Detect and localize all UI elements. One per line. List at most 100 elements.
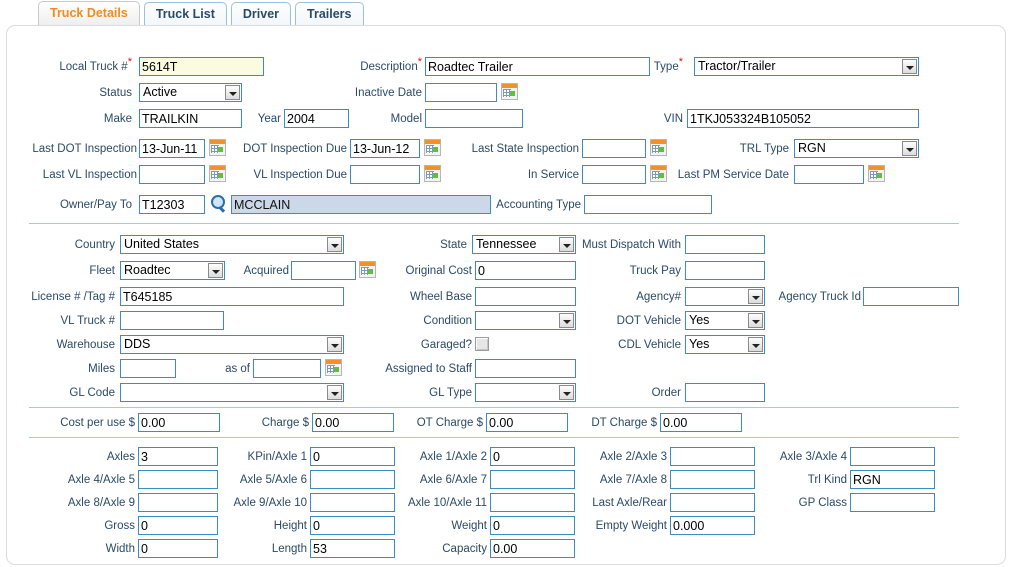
assigned-to-staff-input[interactable] (475, 359, 576, 378)
axle4-axle5-input[interactable] (138, 470, 218, 489)
last-vl-inspection-label: Last VL Inspection (42, 169, 137, 181)
vl-inspection-due-input[interactable] (350, 165, 420, 184)
cdl-vehicle-select[interactable]: Yes (685, 335, 765, 354)
agency-truck-id-input[interactable] (863, 287, 959, 306)
chevron-down-icon[interactable] (748, 289, 763, 304)
axle6-axle7-input[interactable] (490, 470, 575, 489)
axle3-axle4-input[interactable] (850, 447, 935, 466)
axle10-axle11-input[interactable] (490, 493, 575, 512)
axles-input[interactable] (138, 447, 218, 466)
status-select[interactable]: Active (139, 83, 242, 102)
dot-vehicle-select[interactable]: Yes (685, 311, 765, 330)
in-service-input[interactable] (582, 165, 646, 184)
owner-pay-to-code-input[interactable] (139, 195, 205, 214)
axle7-axle8-input[interactable] (670, 470, 755, 489)
must-dispatch-with-input[interactable] (685, 235, 765, 254)
trl-kind-input[interactable] (850, 470, 935, 489)
width-input[interactable] (138, 539, 218, 558)
length-input[interactable] (310, 539, 395, 558)
state-select[interactable]: Tennessee (472, 235, 576, 254)
chevron-down-icon[interactable] (208, 263, 223, 278)
type-select[interactable]: Tractor/Trailer (694, 57, 919, 76)
cost-per-use-input[interactable] (138, 413, 220, 432)
calendar-icon[interactable] (209, 139, 226, 156)
calendar-icon[interactable] (209, 165, 226, 182)
fleet-select[interactable]: Roadtec (120, 261, 225, 280)
chevron-down-icon[interactable] (327, 237, 342, 252)
gp-class-input[interactable] (850, 493, 935, 512)
gl-type-select[interactable] (475, 383, 576, 402)
calendar-icon[interactable] (868, 165, 885, 182)
calendar-icon[interactable] (501, 83, 518, 100)
last-vl-inspection-input[interactable] (139, 165, 205, 184)
kpin-axle1-input[interactable] (310, 447, 395, 466)
axle8-axle9-input[interactable] (138, 493, 218, 512)
tab-truck-list[interactable]: Truck List (143, 2, 227, 26)
gl-code-select[interactable] (120, 383, 344, 402)
agency-no-select[interactable] (685, 287, 765, 306)
model-input[interactable] (425, 109, 523, 128)
axle7-axle8-label: Axle 7/Axle 8 (599, 474, 667, 486)
tab-trailers[interactable]: Trailers (295, 2, 364, 26)
garaged-checkbox[interactable] (475, 337, 489, 351)
miles-as-of-input[interactable] (253, 359, 321, 378)
calendar-icon[interactable] (359, 261, 376, 278)
chevron-down-icon[interactable] (225, 85, 240, 100)
axle9-axle10-input[interactable] (310, 493, 395, 512)
last-axle-rear-input[interactable] (670, 493, 755, 512)
search-icon[interactable] (210, 195, 227, 212)
make-input[interactable] (139, 109, 242, 128)
condition-select[interactable] (475, 311, 576, 330)
chevron-down-icon[interactable] (748, 337, 763, 352)
chevron-down-icon[interactable] (327, 337, 342, 352)
year-input[interactable] (284, 109, 349, 128)
height-input[interactable] (310, 516, 395, 535)
last-pm-service-date-input[interactable] (794, 165, 864, 184)
vin-label: VIN (663, 113, 683, 125)
chevron-down-icon[interactable] (327, 385, 342, 400)
calendar-icon[interactable] (424, 165, 441, 182)
calendar-icon[interactable] (325, 359, 342, 376)
chevron-down-icon[interactable] (748, 313, 763, 328)
axle5-axle6-input[interactable] (310, 470, 395, 489)
tab-driver[interactable]: Driver (230, 2, 292, 26)
calendar-icon[interactable] (650, 165, 667, 182)
chevron-down-icon[interactable] (559, 313, 574, 328)
original-cost-input[interactable] (475, 261, 576, 280)
dt-charge-input[interactable] (660, 413, 742, 432)
warehouse-select[interactable]: DDS (120, 335, 344, 354)
wheel-base-input[interactable] (475, 287, 576, 306)
charge-input[interactable] (312, 413, 394, 432)
chevron-down-icon[interactable] (559, 237, 574, 252)
truck-pay-input[interactable] (685, 261, 765, 280)
ot-charge-input[interactable] (486, 413, 568, 432)
tab-truck-details[interactable]: Truck Details (38, 1, 140, 26)
axle1-axle2-input[interactable] (490, 447, 575, 466)
chevron-down-icon[interactable] (902, 59, 917, 74)
chevron-down-icon[interactable] (559, 385, 574, 400)
acquired-input[interactable] (291, 261, 356, 280)
gross-input[interactable] (138, 516, 218, 535)
vl-truck-no-input[interactable] (120, 311, 224, 330)
inactive-date-input[interactable] (425, 83, 497, 102)
miles-input[interactable] (120, 359, 176, 378)
last-state-inspection-input[interactable] (582, 139, 646, 158)
axle2-axle3-input[interactable] (670, 447, 755, 466)
vin-input[interactable] (687, 109, 919, 128)
local-truck-no-input[interactable] (139, 57, 264, 76)
trl-type-select[interactable]: RGN (794, 139, 919, 158)
accounting-type-input[interactable] (584, 195, 712, 214)
dot-inspection-due-input[interactable] (350, 139, 420, 158)
calendar-icon[interactable] (650, 139, 667, 156)
capacity-input[interactable] (490, 539, 575, 558)
description-input[interactable] (425, 57, 650, 76)
license-tag-input[interactable] (120, 287, 344, 306)
empty-weight-label: Empty Weight (595, 520, 667, 532)
calendar-icon[interactable] (424, 139, 441, 156)
last-dot-inspection-input[interactable] (139, 139, 205, 158)
order-input[interactable] (685, 383, 765, 402)
empty-weight-input[interactable] (670, 516, 755, 535)
chevron-down-icon[interactable] (902, 141, 917, 156)
country-select[interactable]: United States (120, 235, 344, 254)
weight-input[interactable] (490, 516, 575, 535)
